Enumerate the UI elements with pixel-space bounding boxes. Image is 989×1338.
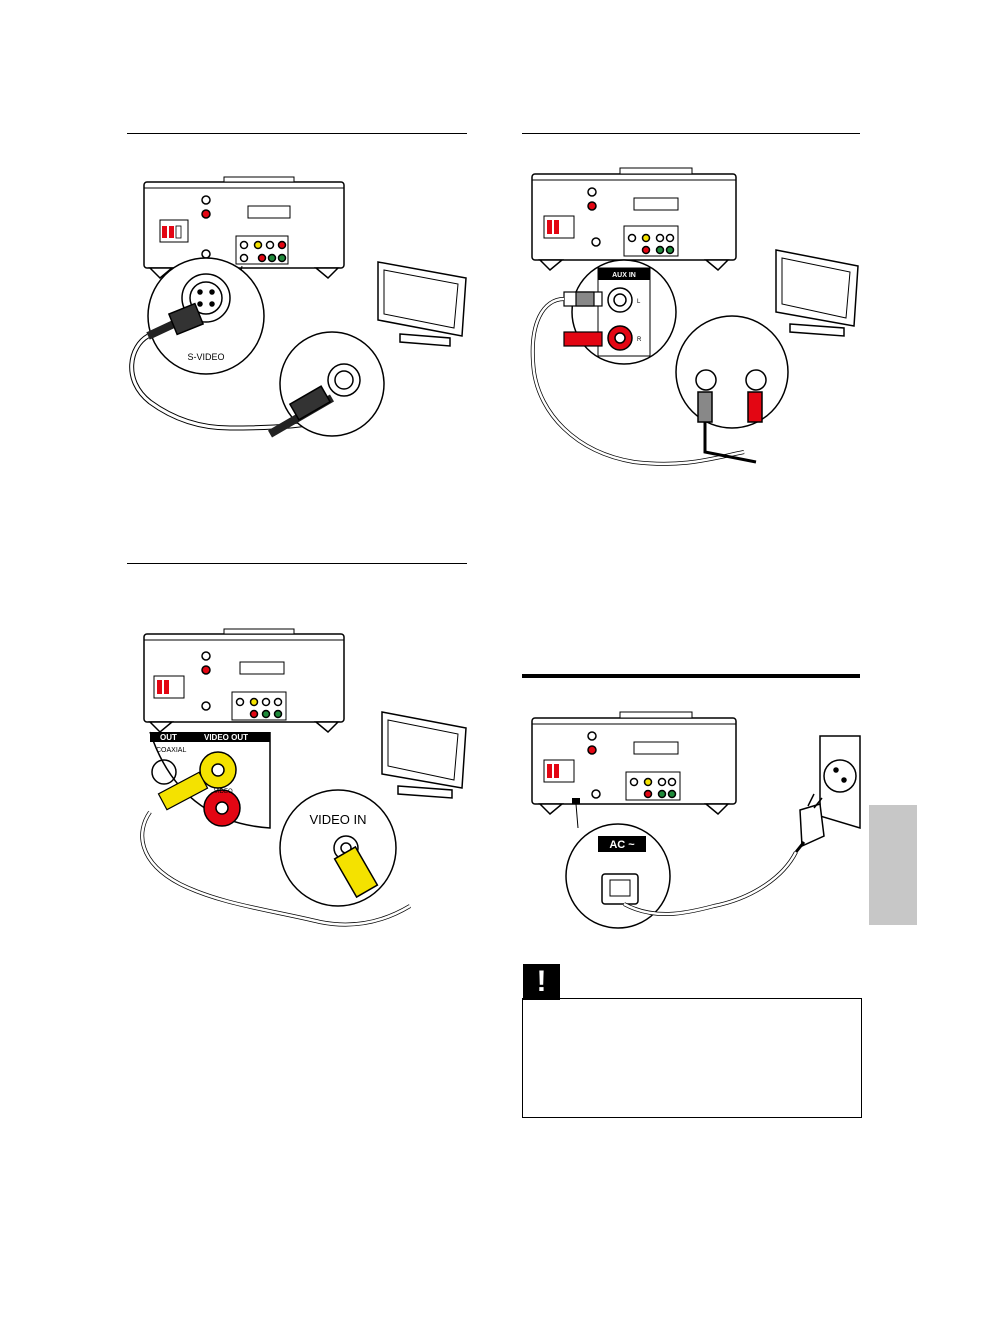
- caution-flag: !: [523, 964, 560, 1000]
- section-rule-svideo: [127, 133, 467, 134]
- ac-label: AC ~: [609, 839, 635, 851]
- power-plug: [794, 793, 825, 853]
- tv-set: [381, 711, 467, 799]
- composite-video-connection-figure: OUT VIDEO OUT COAXIAL VIDEO VIDEO IN: [120, 622, 480, 952]
- composite-zoom-callout: [149, 731, 271, 829]
- player-rear-panel: [531, 167, 737, 272]
- tv-audio-zoom-callout: [675, 315, 789, 464]
- aux-left-label: L: [637, 299, 641, 305]
- ac-zoom-callout: [565, 803, 798, 929]
- section-rule-power: [522, 674, 860, 678]
- language-side-tab: [869, 805, 917, 925]
- power-connection-figure: AC ~: [514, 706, 864, 946]
- svideo-connection-figure: S-VIDEO: [120, 170, 480, 460]
- composite-out-label: OUT: [160, 733, 177, 742]
- composite-coaxial-label: COAXIAL: [156, 747, 186, 754]
- aux-rca-plugs: [530, 291, 745, 466]
- tv-set: [377, 261, 467, 347]
- tv-video-in-zoom-callout: [279, 789, 397, 907]
- aux-in-label: AUX IN: [612, 272, 636, 279]
- caution-box: [522, 998, 862, 1118]
- svideo-port-label: S-VIDEO: [187, 352, 224, 362]
- composite-video-label: VIDEO: [214, 789, 233, 795]
- tv-video-in-label: VIDEO IN: [309, 812, 366, 827]
- aux-in-connection-figure: AUX IN L R: [514, 162, 874, 482]
- composite-video-out-label: VIDEO OUT: [204, 733, 248, 742]
- player-rear-panel: [143, 628, 345, 734]
- tv-set: [775, 249, 859, 337]
- exclamation-icon: !: [536, 965, 547, 998]
- wall-socket: [819, 735, 861, 830]
- player-rear-panel: [531, 711, 737, 816]
- aux-right-label: R: [637, 337, 642, 343]
- player-rear-panel: [143, 176, 345, 280]
- section-rule-aux: [522, 133, 860, 134]
- composite-rca-plug: [140, 771, 412, 927]
- tv-svideo-zoom-callout: [267, 331, 385, 438]
- section-rule-composite: [127, 563, 467, 564]
